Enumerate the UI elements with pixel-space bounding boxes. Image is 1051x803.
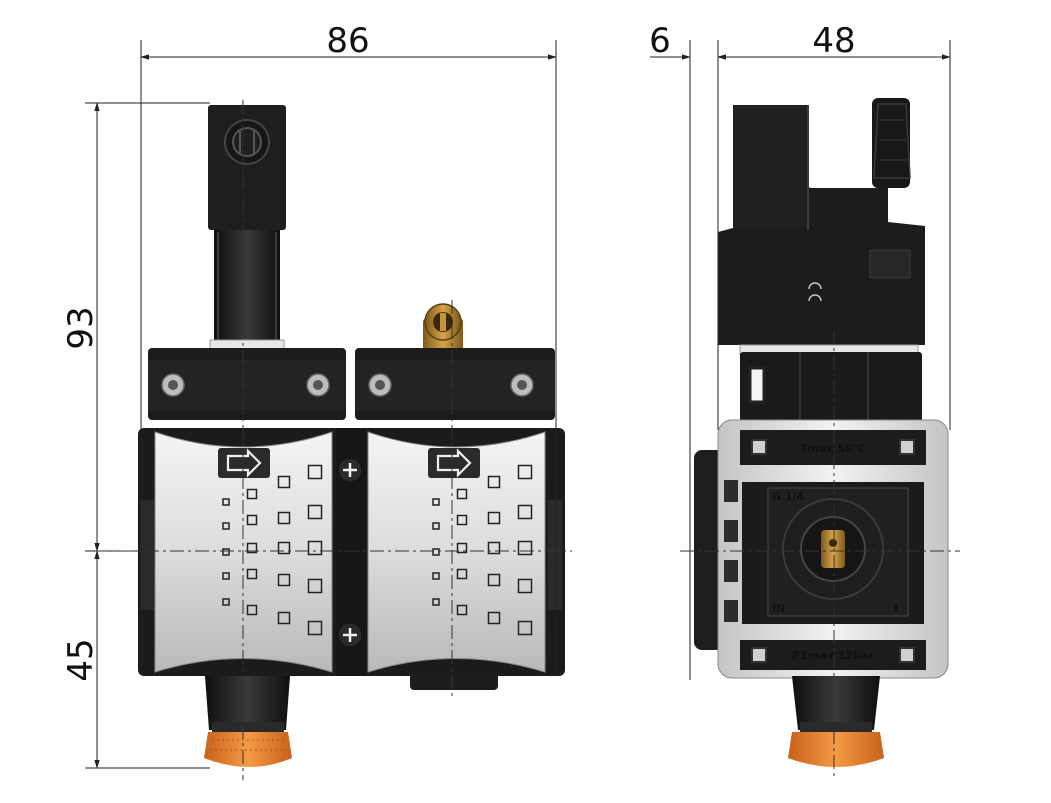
vent-square (487, 573, 501, 587)
side-label-port: G 1/4 (772, 490, 805, 503)
vent-square (432, 522, 440, 530)
center-lines (95, 100, 960, 780)
front-brass-fitting (423, 303, 463, 352)
front-bottom-port-2 (410, 672, 498, 690)
vent-square (307, 620, 323, 636)
vent-square (307, 464, 323, 480)
vent-square (487, 541, 501, 555)
coil-label-line1: XXXXX (764, 311, 772, 335)
vent-square (517, 620, 533, 636)
vent-square (517, 464, 533, 480)
vent-square (246, 568, 258, 580)
vent-square (432, 548, 440, 556)
coil-label-line5: XXXXX.XXXX (834, 289, 842, 335)
dim-width-side: 48 (812, 21, 855, 61)
side-main-body: Tmax 50°C P1max 12bar G 1/4 IN 1 (694, 419, 949, 679)
vent-square (456, 568, 468, 580)
side-coil: XXXXX 2,5W 100% ED 3/2 NC 16bar XXXXX.XX… (718, 98, 925, 356)
vent-square (277, 541, 291, 555)
vent-square (246, 604, 258, 616)
vent-square (517, 504, 533, 520)
side-label-tmax: Tmax 50°C (800, 442, 866, 455)
coil-label-line2: 2,5W (774, 317, 782, 335)
vent-square (222, 522, 230, 530)
coil-label-block: XXXXX 2,5W 100% ED 3/2 NC 16bar XXXXX.XX… (764, 289, 842, 335)
vent-square (222, 572, 230, 580)
front-view (138, 105, 565, 767)
dim-height-lower: 45 (61, 638, 101, 681)
coil-label-line4: 3/2 NC 16bar (824, 289, 832, 335)
dim-width-front: 86 (326, 21, 369, 61)
vent-square (222, 548, 230, 556)
vent-square (307, 504, 323, 520)
side-label-pmax: P1max 12bar (792, 649, 874, 662)
ce-mark-icon (808, 282, 822, 302)
front-center-joint (336, 428, 366, 676)
side-label-port-number: 1 (892, 602, 900, 615)
coil-label-line3: 100% ED (784, 303, 792, 335)
vent-square (277, 475, 291, 489)
vent-square (487, 611, 501, 625)
dim-offset-side: 6 (649, 21, 671, 61)
vent-square (277, 511, 291, 525)
side-silencer (788, 676, 884, 767)
vent-square (277, 611, 291, 625)
vent-square (487, 511, 501, 525)
side-view: XXXXX 2,5W 100% ED 3/2 NC 16bar XXXXX.XX… (694, 98, 949, 767)
front-top-clamps (148, 348, 555, 420)
front-vent-patterns (222, 464, 533, 636)
vent-square (456, 488, 468, 500)
front-silencer (204, 676, 292, 767)
vent-square (517, 540, 533, 556)
vent-square (456, 514, 468, 526)
side-label-in: IN (772, 602, 785, 615)
vent-square (517, 578, 533, 594)
side-upper-block (740, 352, 922, 422)
vent-square (432, 598, 440, 606)
vent-square (222, 498, 230, 506)
vent-square (456, 542, 468, 554)
dimension-lines (85, 40, 951, 769)
vent-square (307, 578, 323, 594)
vent-square (432, 572, 440, 580)
vent-square (487, 475, 501, 489)
vent-square (246, 488, 258, 500)
front-coil-connector (208, 105, 286, 351)
vent-square (277, 573, 291, 587)
vent-square (307, 540, 323, 556)
vent-square (246, 514, 258, 526)
vent-square (246, 542, 258, 554)
dim-height-total: 93 (61, 306, 101, 349)
vent-square (456, 604, 468, 616)
vent-square (222, 598, 230, 606)
vent-square (432, 498, 440, 506)
